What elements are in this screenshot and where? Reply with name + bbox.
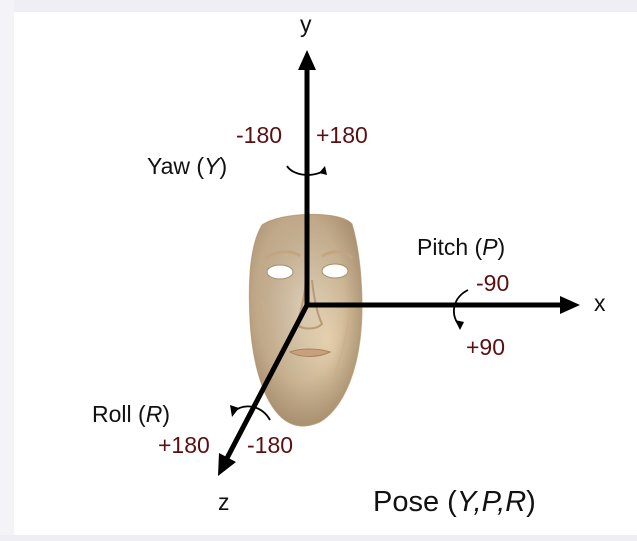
y-axis-arrowhead [298,50,316,70]
y-axis-label: y [300,11,312,37]
roll-label: Roll (R) [92,401,170,427]
right-eye [321,263,349,279]
roll-pos-value: +180 [158,432,210,458]
yaw-neg-value: -180 [236,122,283,148]
bottom-border [0,535,637,541]
left-border [0,0,14,541]
pitch-neg-value: -90 [476,270,510,296]
face-model [248,213,363,427]
pose-caption: Pose (Y,P,R) [373,486,536,518]
yaw-label: Yaw (Y) [147,153,228,179]
mouth [288,348,332,357]
z-axis-arrowhead [218,453,236,476]
z-axis-label: z [218,489,230,515]
x-axis-arrowhead [560,296,580,314]
left-eye [266,264,294,280]
yaw-pos-value: +180 [316,122,368,148]
z-axis [222,303,310,464]
roll-neg-value: -180 [247,432,294,458]
pitch-pos-value: +90 [466,334,506,360]
top-border [0,0,637,12]
x-axis-label: x [594,290,606,316]
pitch-label: Pitch (P) [417,234,506,260]
